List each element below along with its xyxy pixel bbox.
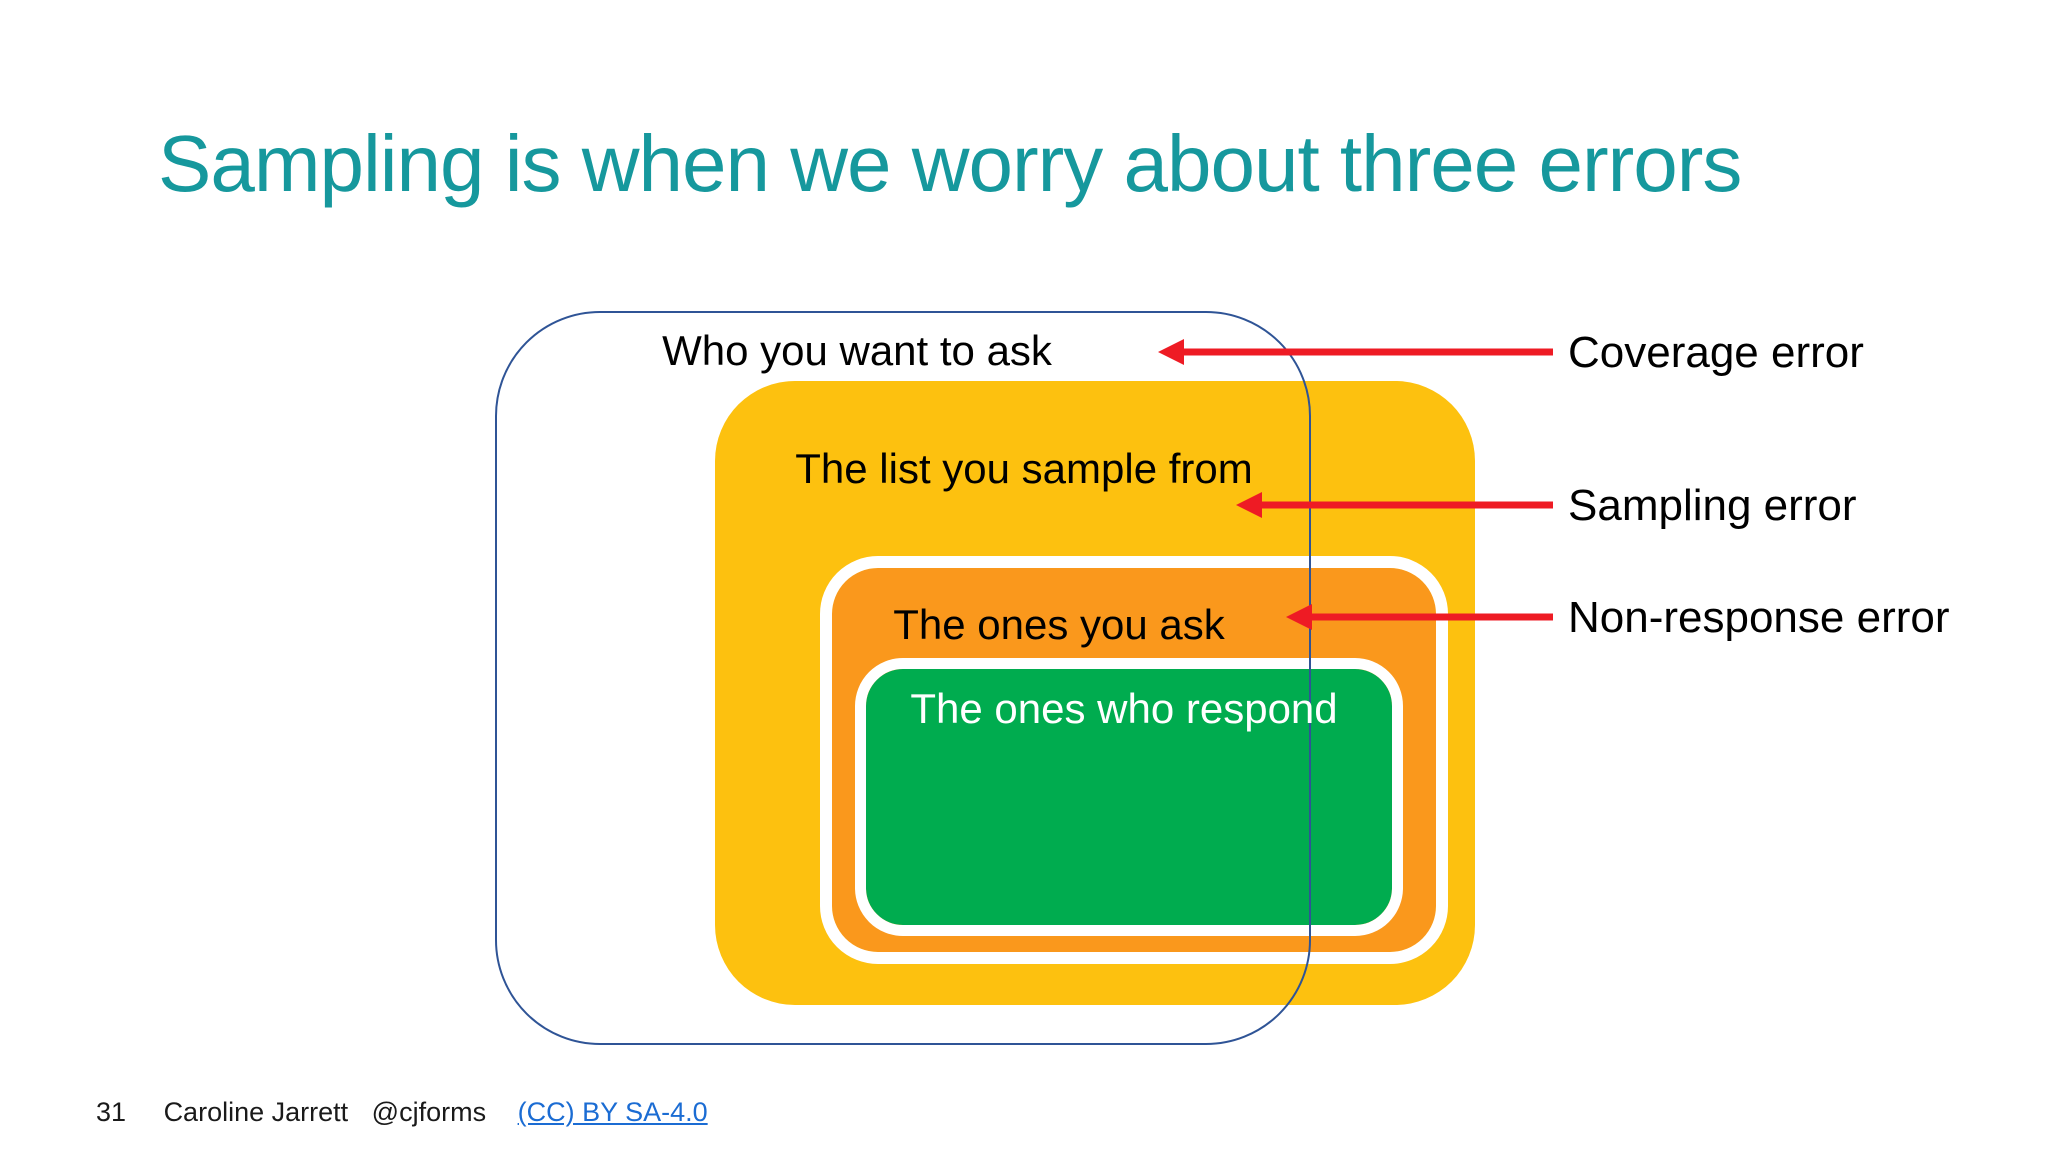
ring-ones-who-respond — [855, 658, 1403, 936]
footer-author: Caroline Jarrett — [163, 1097, 349, 1127]
ring-population-outline — [495, 311, 1311, 1045]
label-coverage-error: Coverage error — [1568, 328, 1864, 377]
slide-footer: 31 Caroline Jarrett @cjforms (CC) BY SA-… — [96, 1097, 708, 1128]
label-non-response-error: Non-response error — [1568, 593, 1950, 642]
label-ones-you-ask: The ones you ask — [893, 601, 1225, 648]
label-population: Who you want to ask — [662, 327, 1052, 374]
slide-title: Sampling is when we worry about three er… — [158, 119, 1742, 208]
label-ones-who-respond: The ones who respond — [910, 685, 1338, 732]
footer-handle: @cjforms — [371, 1097, 487, 1127]
label-sampling-error: Sampling error — [1568, 481, 1857, 530]
page-number: 31 — [96, 1097, 127, 1127]
label-sampling-frame: The list you sample from — [795, 445, 1253, 492]
license-link[interactable]: (CC) BY SA-4.0 — [517, 1097, 708, 1127]
